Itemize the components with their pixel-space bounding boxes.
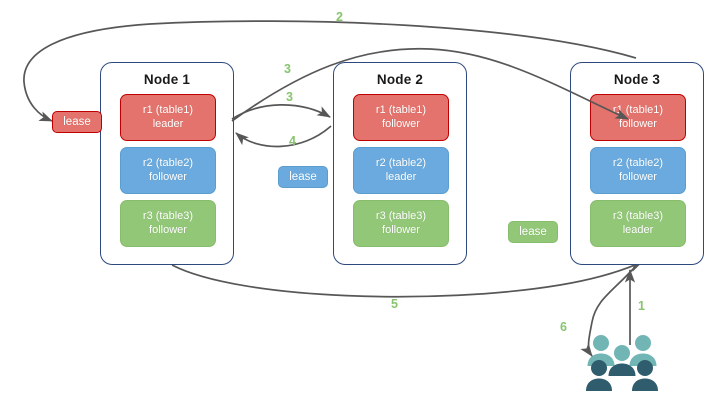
replica-name: r2 (table2) bbox=[142, 157, 194, 169]
node-2-replica-r2[interactable]: r2 (table2) leader bbox=[353, 147, 449, 194]
replica-role: follower bbox=[619, 117, 657, 130]
step-label-2: 2 bbox=[336, 10, 343, 24]
lease-label: lease bbox=[519, 226, 547, 238]
arrow-step-3-to-node2 bbox=[231, 104, 331, 120]
step-label-1: 1 bbox=[638, 299, 645, 313]
arrow-step-4 bbox=[235, 125, 332, 148]
node-1-title: Node 1 bbox=[143, 72, 191, 87]
node-2-replica-r1[interactable]: r1 (table1) follower bbox=[353, 94, 449, 141]
node-1-replica-r2[interactable]: r2 (table2) follower bbox=[120, 147, 216, 194]
replica-role: follower bbox=[619, 170, 657, 183]
replica-name: r2 (table2) bbox=[612, 157, 664, 169]
lease-label: lease bbox=[63, 116, 91, 128]
replica-name: r3 (table3) bbox=[142, 210, 194, 222]
replica-name: r1 (table1) bbox=[375, 104, 427, 116]
node-3-replica-r2[interactable]: r2 (table2) follower bbox=[590, 147, 686, 194]
lease-chip-green[interactable]: lease bbox=[508, 221, 558, 243]
step-label-5: 5 bbox=[391, 297, 398, 311]
arrow-step-5 bbox=[171, 261, 643, 298]
lease-label: lease bbox=[289, 171, 317, 183]
step-label-4: 4 bbox=[289, 134, 296, 148]
replica-role: leader bbox=[385, 170, 417, 183]
node-1-replica-r3[interactable]: r3 (table3) follower bbox=[120, 200, 216, 247]
replica-name: r1 (table1) bbox=[612, 104, 664, 116]
replica-role: follower bbox=[382, 117, 420, 130]
lease-chip-red[interactable]: lease bbox=[52, 111, 102, 133]
lease-chip-blue[interactable]: lease bbox=[278, 166, 328, 188]
step-label-3b: 3 bbox=[286, 90, 293, 104]
step-label-6: 6 bbox=[560, 320, 567, 334]
replica-role: follower bbox=[149, 223, 187, 236]
node-2-replica-r3[interactable]: r3 (table3) follower bbox=[353, 200, 449, 247]
node-3-container[interactable]: Node 3 r1 (table1) follower r2 (table2) … bbox=[570, 62, 704, 265]
people-icon bbox=[586, 332, 660, 394]
replica-name: r2 (table2) bbox=[375, 157, 427, 169]
node-3-replica-r3[interactable]: r3 (table3) leader bbox=[590, 200, 686, 247]
replica-role: follower bbox=[149, 170, 187, 183]
replica-name: r3 (table3) bbox=[612, 210, 664, 222]
node-3-replica-r1[interactable]: r1 (table1) follower bbox=[590, 94, 686, 141]
step-label-3a: 3 bbox=[284, 62, 291, 76]
replica-role: follower bbox=[382, 223, 420, 236]
replica-name: r3 (table3) bbox=[375, 210, 427, 222]
node-2-container[interactable]: Node 2 r1 (table1) follower r2 (table2) … bbox=[333, 62, 467, 265]
replica-role: leader bbox=[152, 117, 184, 130]
node-3-title: Node 3 bbox=[613, 72, 661, 87]
replica-name: r1 (table1) bbox=[142, 104, 194, 116]
replica-role: leader bbox=[622, 223, 654, 236]
node-2-title: Node 2 bbox=[376, 72, 424, 87]
node-1-replica-r1[interactable]: r1 (table1) leader bbox=[120, 94, 216, 141]
node-1-container[interactable]: Node 1 r1 (table1) leader r2 (table2) fo… bbox=[100, 62, 234, 265]
people-icon-svg bbox=[586, 335, 658, 391]
